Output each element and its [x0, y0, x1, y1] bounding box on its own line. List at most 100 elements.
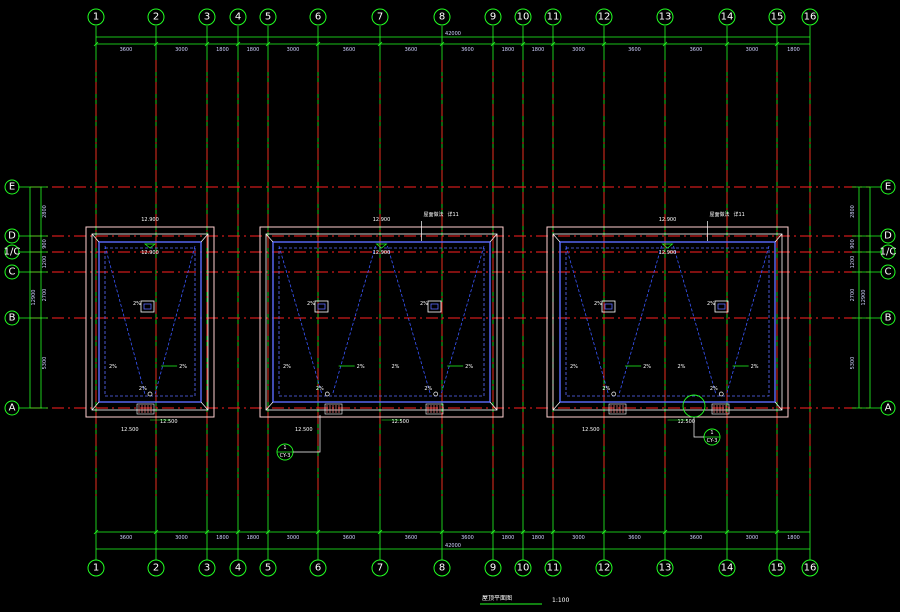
dim-segment-bottom: 3600 — [343, 535, 356, 541]
corner-line — [489, 401, 498, 411]
dim-segment-top: 1800 — [502, 47, 515, 53]
scupper — [136, 403, 155, 415]
corner-line — [200, 401, 209, 411]
corner-line — [265, 401, 274, 411]
dim-tick — [724, 529, 730, 535]
dim-side-segment: 1200 — [42, 256, 48, 269]
dim-segment-bottom: 3000 — [746, 535, 759, 541]
grid-bubble — [656, 8, 674, 26]
corner-line — [91, 401, 100, 411]
scupper-frame — [711, 403, 730, 415]
slope-label: 2% — [357, 364, 365, 370]
dim-segment-top: 3600 — [120, 47, 133, 53]
slope-label: 2% — [179, 364, 187, 370]
grid-col-label: 14 — [721, 563, 734, 574]
roof-outline — [259, 226, 504, 418]
dim-segment-top: 1800 — [247, 47, 260, 53]
valley-line — [726, 245, 770, 395]
dim-tick — [601, 529, 607, 535]
grid-col-label: 7 — [377, 563, 383, 574]
scupper — [608, 403, 627, 415]
elevation-label: 12.500 — [392, 419, 410, 425]
grid-row-label: B — [885, 313, 892, 324]
dim-tick — [520, 41, 526, 47]
dim-segment-top: 3600 — [628, 47, 641, 53]
dim-tick — [439, 41, 445, 47]
dim-tick — [601, 41, 607, 47]
roof-hatch — [140, 300, 155, 313]
parapet-inner — [98, 241, 202, 403]
grid-row-label: A — [885, 403, 892, 414]
dim-side-segment: 2700 — [42, 289, 48, 302]
grid-col-label: 16 — [804, 12, 817, 23]
grid-col-label: 6 — [315, 563, 321, 574]
grid-bubble — [259, 8, 277, 26]
valley-line — [387, 245, 431, 395]
valley-line — [440, 245, 485, 395]
dim-tick — [662, 529, 668, 535]
elevation-label: 12.900 — [659, 250, 677, 256]
drawing-title-block: 屋顶平面图 1:100 — [480, 595, 569, 605]
grid-bubble — [4, 310, 20, 326]
grid-bubble — [4, 179, 20, 195]
grid-bubble — [4, 228, 20, 244]
roof-unit: 2%2%2%2%2%2%12.90012.9002%2%屋面做法详1112.50… — [259, 211, 504, 433]
grid-col-label: 1 — [93, 12, 99, 23]
dim-segment-top: 3000 — [746, 47, 759, 53]
grid-col-label: 2 — [153, 563, 159, 574]
grid-bubble — [229, 8, 247, 26]
dim-side-total: 12900 — [31, 290, 37, 306]
grid-bubble — [718, 8, 736, 26]
drawing-scale: 1:100 — [552, 597, 569, 604]
dim-side-segment: 5300 — [42, 357, 48, 370]
elevation-label: 12.500 — [160, 419, 178, 425]
grid-col-label: 1 — [93, 563, 99, 574]
scupper-frame — [425, 403, 444, 415]
corner-line — [265, 233, 274, 243]
detail-ref-number: 1 — [710, 430, 713, 436]
drain-point — [147, 391, 153, 397]
dim-segment-bottom: 1800 — [216, 535, 229, 541]
elevation-marker — [661, 243, 674, 249]
drawing-title: 屋顶平面图 — [482, 595, 512, 602]
parapet-outer — [265, 233, 498, 411]
dim-side-segment: 2800 — [850, 205, 856, 218]
grid-col-label: 11 — [547, 563, 560, 574]
detail-ref-sheet: CY-3 — [707, 438, 718, 444]
corner-line — [552, 233, 561, 243]
grid-col-label: 9 — [490, 563, 496, 574]
scupper — [324, 403, 343, 415]
grid-col-label: 9 — [490, 12, 496, 23]
dim-tick — [235, 41, 241, 47]
grid-bubble — [433, 8, 451, 26]
dim-tick — [204, 41, 210, 47]
slope-label: 2% — [109, 364, 117, 370]
corner-line — [774, 401, 783, 411]
dim-tick — [377, 529, 383, 535]
grid-bubble — [768, 8, 786, 26]
scupper — [425, 403, 444, 415]
grid-col-label: 8 — [439, 563, 445, 574]
grid-bubble — [259, 559, 277, 577]
grid-bubble — [595, 8, 613, 26]
axis-grid — [18, 26, 882, 560]
grid-col-label: 7 — [377, 12, 383, 23]
grid-bubble — [718, 559, 736, 577]
valley-line — [332, 245, 376, 395]
grid-bubble — [484, 8, 502, 26]
grid-bubble — [4, 244, 20, 260]
roof-hatch — [714, 300, 729, 313]
slope-label: 2% — [602, 386, 610, 392]
grid-bubble — [514, 559, 532, 577]
valley-line — [673, 245, 717, 395]
grid-col-label: 12 — [598, 563, 611, 574]
scupper-frame — [324, 403, 343, 415]
dim-side-segment: 900 — [850, 239, 856, 249]
grid-bubble — [880, 228, 896, 244]
grid-bubble — [198, 559, 216, 577]
dim-segment-top: 3600 — [343, 47, 356, 53]
elevation-label: 12.900 — [141, 217, 159, 223]
slope-label: 2% — [570, 364, 578, 370]
slope-label: 2% — [424, 386, 432, 392]
